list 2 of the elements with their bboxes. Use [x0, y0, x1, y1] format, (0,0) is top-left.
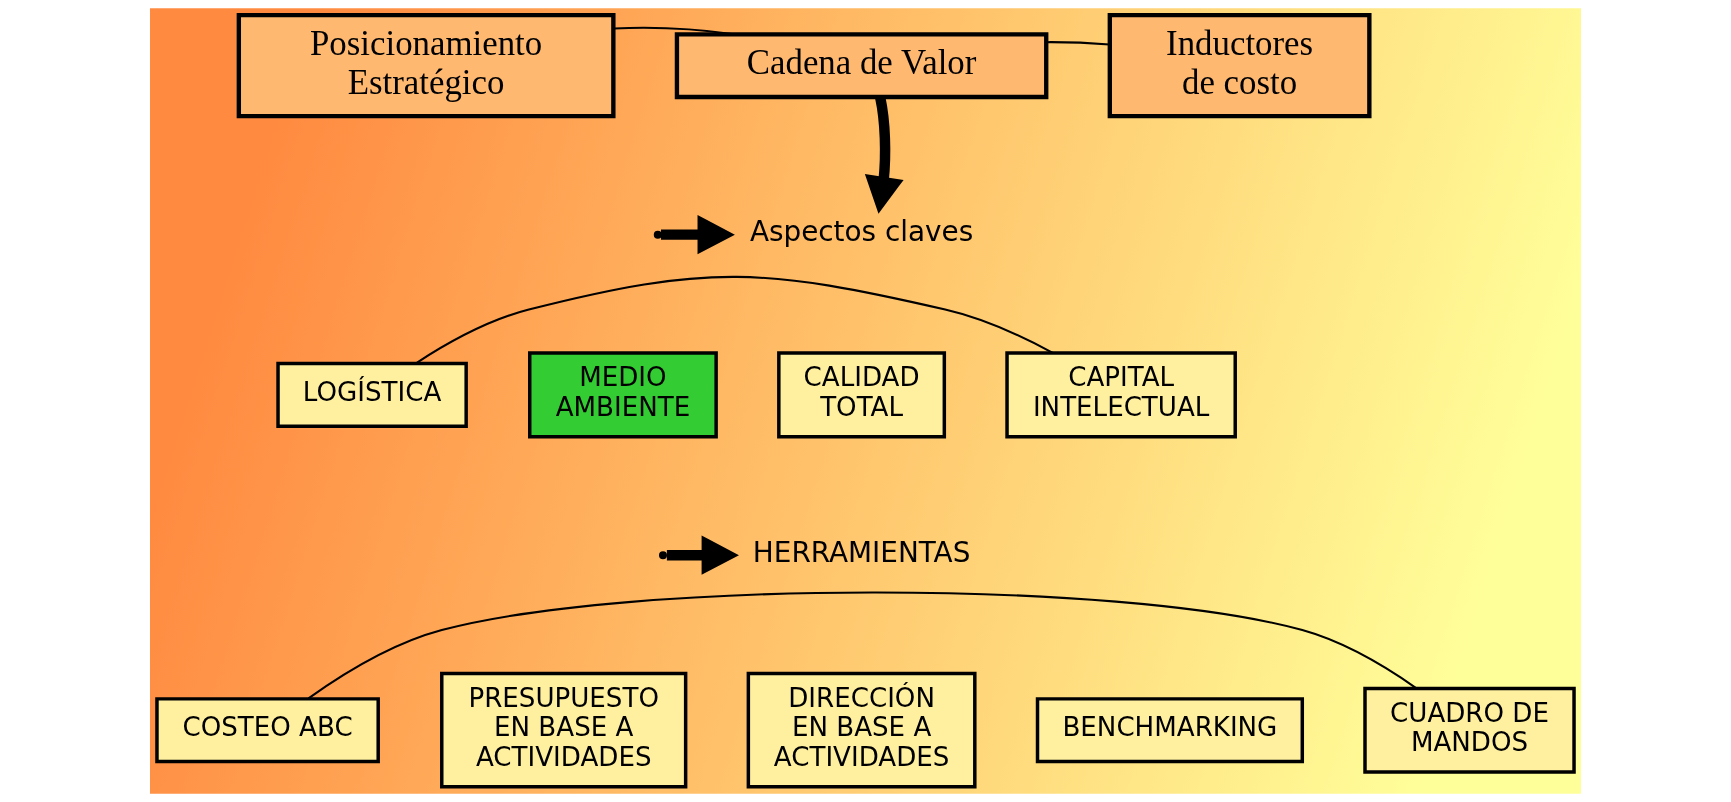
- node-text: Aspectos claves: [749, 215, 974, 249]
- node-text: HERRAMIENTAS: [752, 535, 971, 569]
